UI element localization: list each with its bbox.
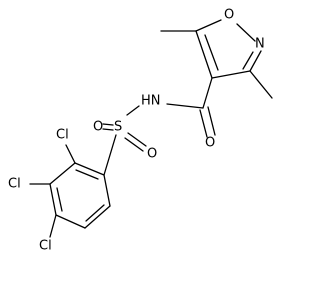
bond-cl-2: [65, 144, 76, 164]
isoxazole-ring: [195, 19, 262, 79]
bond-c5-o1: [195, 19, 222, 32]
bond-ring-1: [74, 162, 105, 176]
bond-ring-inner-3: [85, 204, 105, 222]
bond-ring-5: [84, 205, 111, 229]
bond-ring-inner-2: [56, 187, 63, 212]
bond-carbonyl-o: [199, 109, 208, 138]
atom-ring-nitrogen: N: [255, 37, 265, 52]
bond-s-o-right-a: [127, 132, 147, 147]
bond-ring-3: [49, 183, 57, 216]
bond-carbonyl-nh: [166, 103, 204, 109]
atom-amide-nh: HN: [141, 94, 161, 109]
bond-c3-c4: [211, 70, 251, 79]
bond-s-aryl: [103, 134, 117, 176]
bond-ring-inner-1: [75, 169, 99, 180]
bond-ring-4: [55, 214, 86, 229]
bond-s-o-right-b: [124, 137, 144, 152]
bond-s-o-left-b: [102, 128, 114, 131]
bond-c4-c5-inner: [204, 34, 219, 71]
atom-sulfonyl-oxygen-left: O: [93, 120, 103, 135]
bond-carbonyl-o-double: [207, 106, 216, 136]
bond-s-o-left-a: [102, 123, 114, 126]
atom-sulfur: S: [114, 120, 122, 135]
atom-sulfonyl-oxygen-right: O: [147, 147, 157, 162]
bond-c4-carbonyl: [202, 77, 213, 109]
bond-c4-c5: [195, 30, 213, 79]
bond-ring-2: [49, 162, 76, 185]
atom-ring-oxygen: O: [224, 8, 234, 23]
bond-cl-4: [49, 214, 57, 238]
bond-n2-c3: [249, 50, 262, 72]
atom-carbonyl-oxygen: O: [205, 136, 215, 151]
bond-methyl-c3: [249, 70, 273, 99]
bond-n2-c3-inner: [242, 51, 254, 70]
benzene-ring: [49, 162, 111, 229]
chemical-structure-diagram: O N HN O S O O Cl Cl Cl: [8, 8, 273, 254]
bond-nh-s: [126, 105, 140, 116]
bond-o1-n2: [236, 23, 256, 42]
atom-chlorine-4: Cl: [39, 239, 52, 254]
atom-chlorine-3: Cl: [8, 177, 21, 192]
atom-chlorine-2: Cl: [56, 128, 69, 143]
bond-ring-6: [103, 174, 111, 207]
